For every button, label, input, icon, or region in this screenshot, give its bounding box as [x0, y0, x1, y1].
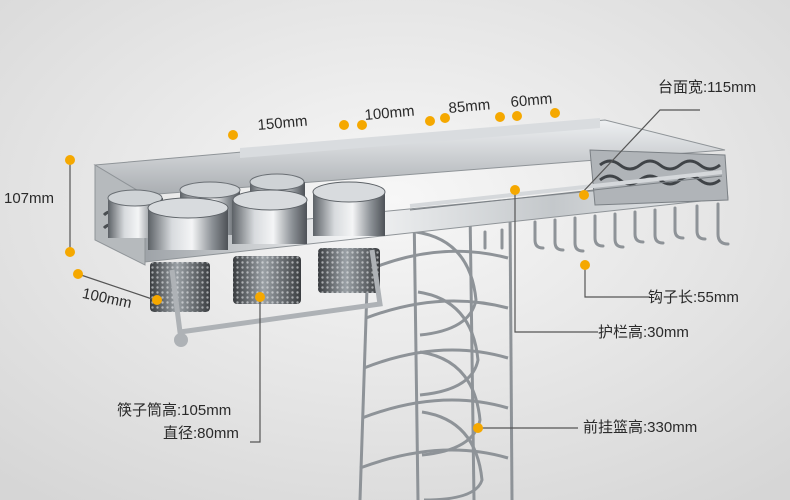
hooks: [483, 202, 730, 253]
label-width-60: 60mm: [509, 90, 553, 111]
towel-bar: [169, 249, 383, 335]
label-width-85: 85mm: [447, 96, 491, 117]
towel-bar-cap: [174, 333, 188, 347]
chopstick-baskets: [150, 248, 380, 312]
label-width-150: 150mm: [256, 112, 309, 134]
guard-rail-shadow: [409, 175, 723, 211]
hanging-basket-rack: [358, 207, 514, 500]
shelf-back-wall: [240, 118, 600, 158]
label-hook-length: 钩子长:55mm: [648, 289, 739, 306]
label-chopstick-height: 筷子筒高:105mm: [117, 402, 232, 419]
guard-rail: [409, 170, 723, 208]
label-height-107: 107mm: [4, 190, 55, 207]
dimension-markers: [65, 108, 590, 433]
end-basket-wave: [599, 159, 721, 171]
label-counter-depth: 台面宽:115mm: [658, 79, 757, 96]
label-width-100: 100mm: [363, 102, 416, 124]
label-basket-height: 前挂篮高:330mm: [583, 419, 698, 436]
cup-group: [107, 173, 386, 250]
leader-lines: [69, 109, 700, 443]
label-rail-height: 护栏高:30mm: [598, 324, 689, 341]
label-chopstick-diameter: 直径:80mm: [163, 425, 239, 442]
